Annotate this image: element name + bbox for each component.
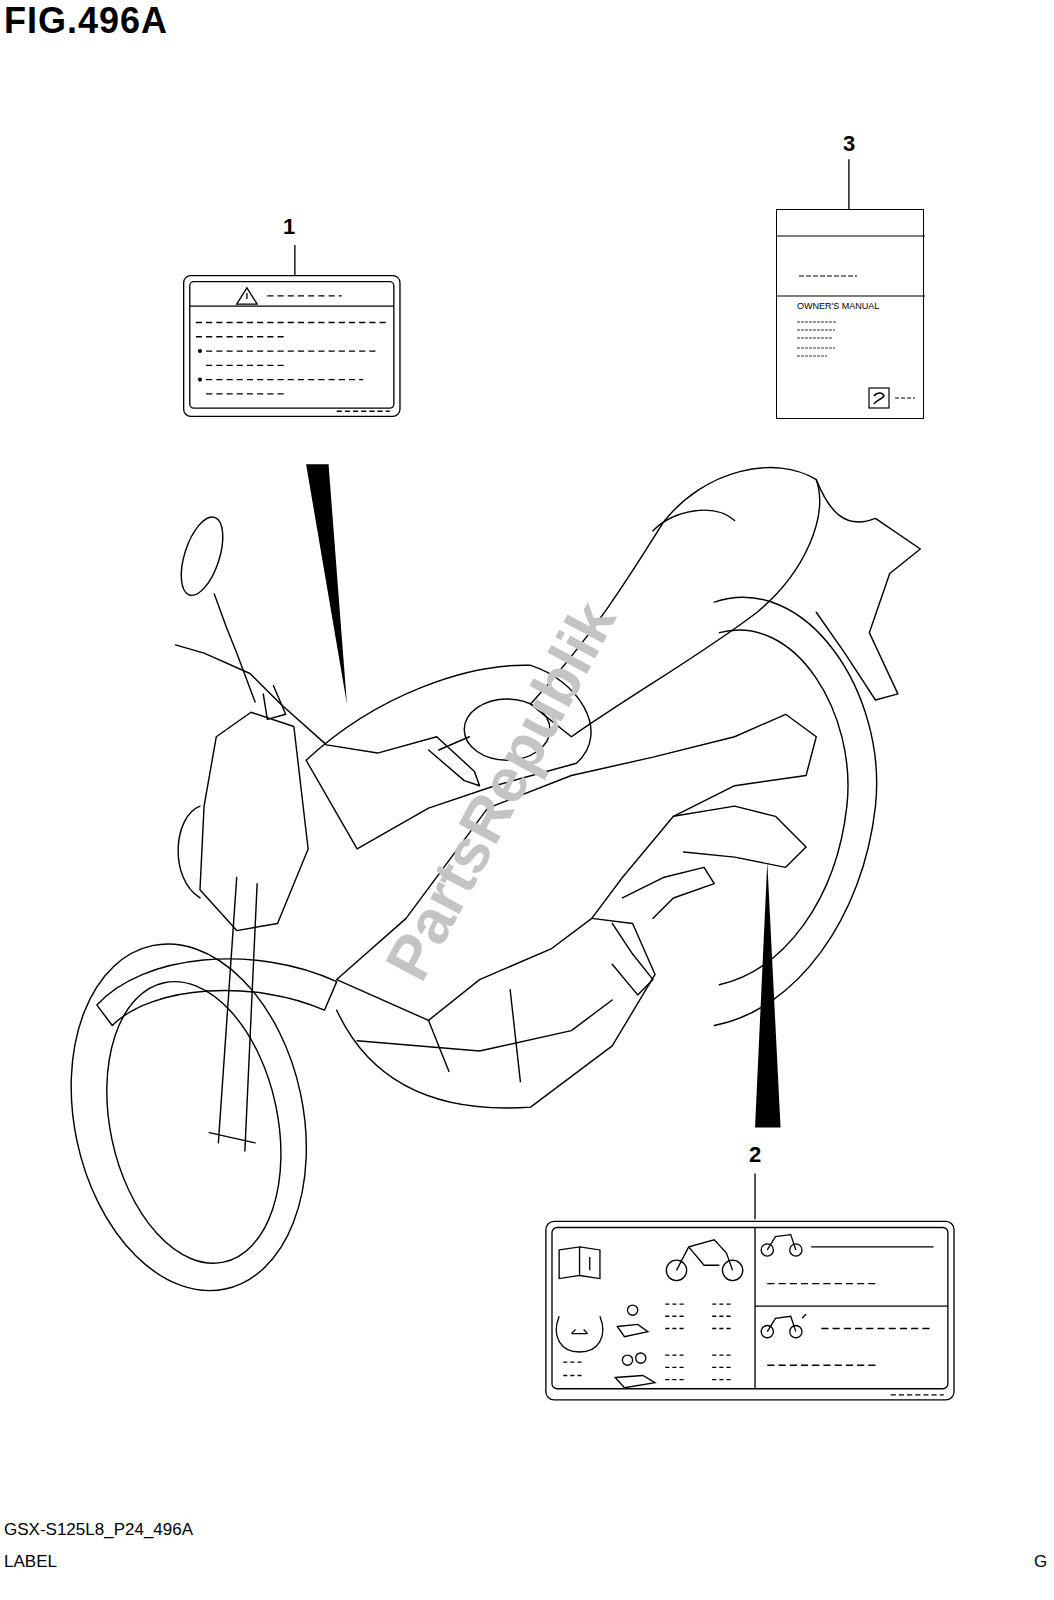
- booklet-title-text: OWNER'S MANUAL: [797, 301, 879, 311]
- pointer-wedge: [306, 464, 347, 704]
- motorcycle-outline: [40, 468, 920, 1313]
- callout-number: 2: [749, 1142, 761, 1168]
- figure-title: FIG.496A: [4, 0, 168, 42]
- watermark: PartsRepublik: [371, 589, 629, 990]
- callout-number: 3: [843, 131, 855, 157]
- figure-code: GSX-S125L8_P24_496A: [4, 1520, 193, 1540]
- callout-number: 1: [283, 214, 295, 240]
- booklet-decoration: [777, 210, 925, 420]
- tire-pressure-label: [546, 1221, 954, 1400]
- page-letter: G: [1034, 1552, 1047, 1572]
- warning-label: [184, 276, 400, 417]
- figure-caption: LABEL: [4, 1552, 57, 1572]
- leader-line: [295, 159, 849, 1219]
- bullet-dot: [198, 349, 202, 382]
- pointer-wedge: [755, 862, 781, 1127]
- owners-manual-booklet: OWNER'S MANUAL: [776, 209, 924, 419]
